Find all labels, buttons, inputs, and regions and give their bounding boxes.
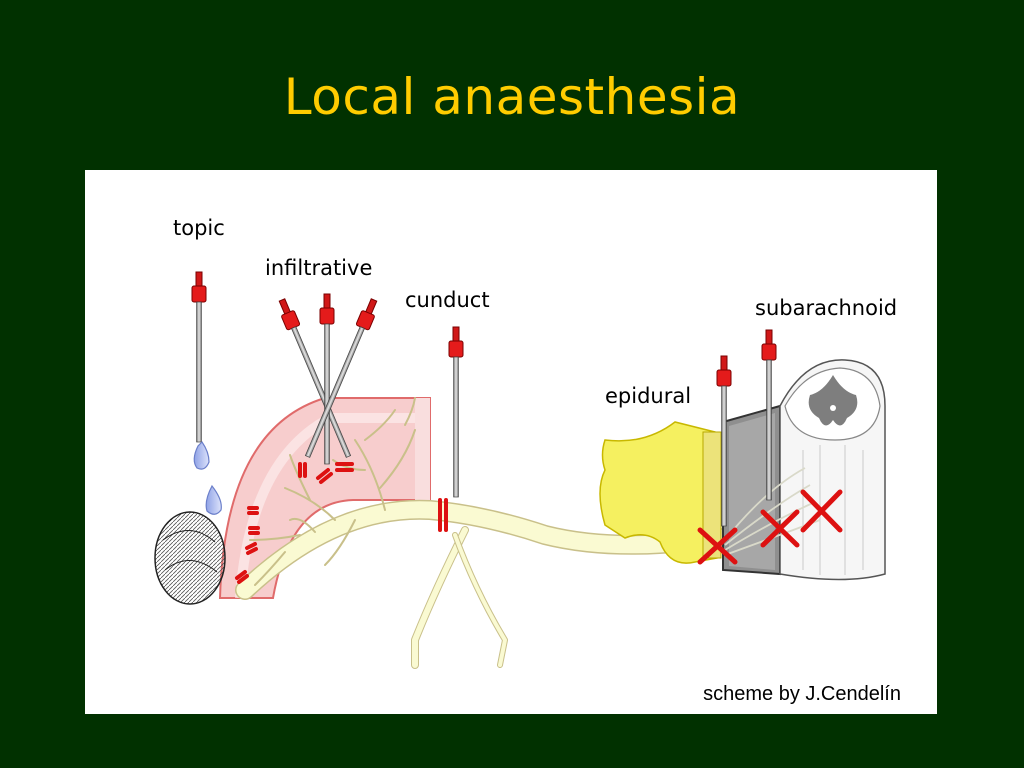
block-crosses bbox=[697, 489, 843, 565]
diagram-panel: topic infiltrative cunduct epidural suba… bbox=[85, 170, 937, 714]
block-marks bbox=[235, 462, 448, 584]
peripheral-nerve bbox=[235, 397, 735, 669]
label-infiltrative: infiltrative bbox=[265, 256, 373, 280]
slide-title: Local anaesthesia bbox=[283, 68, 741, 126]
topic-needle bbox=[191, 271, 222, 515]
label-topic: topic bbox=[173, 216, 225, 240]
label-epidural: epidural bbox=[605, 384, 692, 408]
cotton-swab bbox=[154, 511, 226, 605]
anaesthesia-scheme bbox=[154, 271, 886, 669]
label-subarachnoid: subarachnoid bbox=[755, 296, 898, 320]
label-conduct: cunduct bbox=[405, 288, 490, 312]
conduct-needle bbox=[448, 326, 464, 498]
credit-caption: scheme by J.Cendelín bbox=[703, 683, 901, 705]
